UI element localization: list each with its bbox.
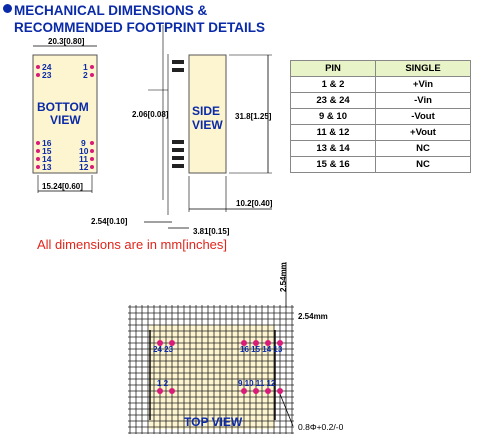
pad-top-24 xyxy=(157,340,163,346)
pad-10 xyxy=(90,149,94,153)
pitch-label: 15.24[0.60] xyxy=(42,182,83,191)
side-view-title-2: VIEW xyxy=(192,118,223,132)
cell-function: +Vin xyxy=(375,76,471,93)
pad-2 xyxy=(90,73,94,77)
pin-label-23: 23 xyxy=(42,70,52,80)
top-pin-label-left-bottom: 1 2 xyxy=(157,379,169,388)
pin-label-1: 1 xyxy=(83,62,88,72)
top-view-title: TOP VIEW xyxy=(184,415,243,429)
pad-top-14 xyxy=(265,340,271,346)
pin-label-12: 12 xyxy=(79,162,89,172)
pin-label-2: 2 xyxy=(83,70,88,80)
units-note: All dimensions are in mm[inches] xyxy=(37,237,228,252)
table-row: 11 & 12 +Vout xyxy=(290,124,471,141)
cell-pin: 13 & 14 xyxy=(290,140,376,157)
bottom-view: 20.3[0.80] 24 23 1 2 BOTTOM VIEW 16 15 1… xyxy=(32,37,98,193)
cell-pin: 23 & 24 xyxy=(290,92,376,109)
cell-pin: 9 & 10 xyxy=(290,108,376,125)
lead-4 xyxy=(172,148,184,152)
pad-top-23 xyxy=(169,340,175,346)
bottom-view-title-1: BOTTOM xyxy=(37,100,89,114)
cell-pin: 15 & 16 xyxy=(290,156,376,173)
header-single: SINGLE xyxy=(375,60,471,77)
pad-11 xyxy=(90,157,94,161)
top-pin-label-right-top: 16 15 14 13 xyxy=(240,345,283,354)
pad-14 xyxy=(36,157,40,161)
page-heading: MECHANICAL DIMENSIONS & RECOMMENDED FOOT… xyxy=(14,2,265,36)
pin-label-16: 16 xyxy=(42,138,52,148)
pad-top-12 xyxy=(277,388,283,394)
bottom-view-title-2: VIEW xyxy=(50,113,81,127)
pin-label-24: 24 xyxy=(42,62,52,72)
pad-top-2 xyxy=(169,388,175,394)
cell-pin: 1 & 2 xyxy=(290,76,376,93)
pad-12 xyxy=(90,165,94,169)
height-label: 31.8[1.25] xyxy=(235,112,272,121)
lead-2 xyxy=(172,68,184,72)
lead-1 xyxy=(172,60,184,64)
pin-label-10: 10 xyxy=(79,146,89,156)
hole-leader-line xyxy=(279,393,294,427)
side-view-title-1: SIDE xyxy=(192,104,220,118)
pad-top-16 xyxy=(241,340,247,346)
side-view: 2.06[0.08] SIDE VIEW 31.8[1.25] 10.2[0.4… xyxy=(91,25,273,236)
table-row: 9 & 10 -Vout xyxy=(290,108,471,125)
module-side-outline xyxy=(188,54,227,174)
lead-6 xyxy=(172,164,184,168)
table-row: 1 & 2 +Vin xyxy=(290,76,471,93)
pad-24 xyxy=(36,65,40,69)
pin-label-14: 14 xyxy=(42,154,52,164)
lead-5 xyxy=(172,156,184,160)
cell-function: NC xyxy=(375,140,471,157)
top-view: 2.54mm 2.54mm 24 23 16 15 14 13 1 2 9 10… xyxy=(128,262,344,434)
pad-9 xyxy=(90,141,94,145)
pad-23 xyxy=(36,73,40,77)
pad-top-13 xyxy=(277,340,283,346)
module-bottom-outline xyxy=(32,54,98,174)
pad-top-15 xyxy=(253,340,259,346)
cell-function: -Vin xyxy=(375,92,471,109)
pad-1 xyxy=(90,65,94,69)
pad-top-9 xyxy=(241,388,247,394)
hole-spec-label: 0.8Φ+0.2/-0 xyxy=(298,422,344,432)
header-pin: PIN xyxy=(290,60,376,77)
cell-function: -Vout xyxy=(375,108,471,125)
lead-pitch-label: 2.54[0.10] xyxy=(91,217,128,226)
table-row: 23 & 24 -Vin xyxy=(290,92,471,109)
pin-label-13: 13 xyxy=(42,162,52,172)
cell-pin: 11 & 12 xyxy=(290,124,376,141)
top-pin-label-left-top: 24 23 xyxy=(153,345,174,354)
pad-top-1 xyxy=(157,388,163,394)
grid-v-label: 2.54mm xyxy=(279,262,288,292)
heading-line-2: RECOMMENDED FOOTPRINT DETAILS xyxy=(14,20,265,35)
pad-13 xyxy=(36,165,40,169)
cell-function: NC xyxy=(375,156,471,173)
grid-h-label: 2.54mm xyxy=(298,312,328,321)
pin-label-9: 9 xyxy=(81,138,86,148)
lead-3 xyxy=(172,140,184,144)
pad-15 xyxy=(36,149,40,153)
heading-line-1: MECHANICAL DIMENSIONS & xyxy=(14,3,208,18)
depth-label: 10.2[0.40] xyxy=(236,199,273,208)
pad-top-10 xyxy=(253,388,259,394)
table-row: 13 & 14 NC xyxy=(290,140,471,157)
top-pin-label-right-bottom: 9 10 11 12 xyxy=(238,379,276,388)
cell-function: +Vout xyxy=(375,124,471,141)
pin-label-11: 11 xyxy=(79,154,88,164)
table-header-row: PIN SINGLE xyxy=(290,60,471,77)
pad-16 xyxy=(36,141,40,145)
side-left-label: 2.06[0.08] xyxy=(132,110,169,119)
lead-length-label: 3.81[0.15] xyxy=(193,227,230,236)
footprint-grid xyxy=(128,305,294,434)
pin-assignment-table: PIN SINGLE 1 & 2 +Vin 23 & 24 -Vin 9 & 1… xyxy=(290,60,471,173)
table-row: 15 & 16 NC xyxy=(290,156,471,173)
pad-top-11 xyxy=(265,388,271,394)
heading-bullet-icon xyxy=(3,4,12,13)
pin-label-15: 15 xyxy=(42,146,52,156)
width-label: 20.3[0.80] xyxy=(48,37,85,46)
